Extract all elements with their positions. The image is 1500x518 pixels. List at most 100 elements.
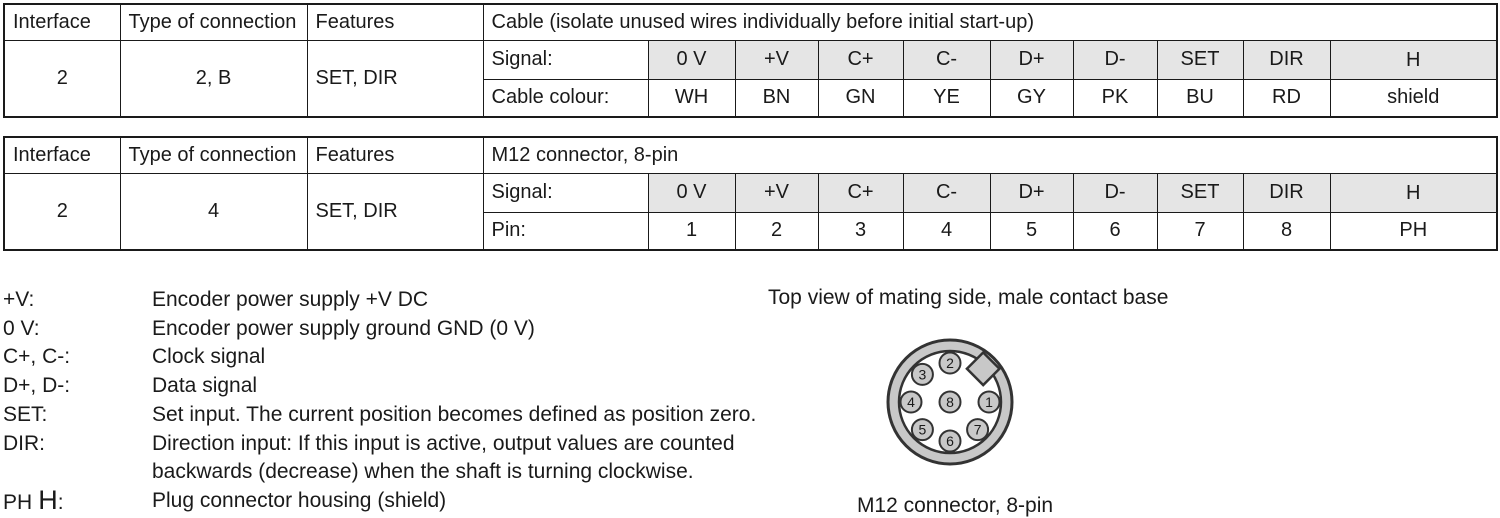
- signal-cell: C-: [902, 172, 991, 213]
- signal-cell: DIR: [1242, 172, 1331, 213]
- header-cable: Cable (isolate unused wires individually…: [482, 3, 1498, 41]
- pin-5: 5: [910, 418, 934, 442]
- pin-1-circle: [977, 390, 1001, 414]
- cell-type-of-connection: 2, B: [119, 39, 308, 118]
- pin-8: 8: [938, 390, 962, 414]
- cell-type-of-connection: 4: [119, 172, 308, 251]
- pin-6-number: 6: [946, 433, 954, 449]
- signal-row-label: Signal:: [482, 172, 649, 213]
- cell-interface: 2: [3, 39, 121, 118]
- cable-colour-cell-shield: shield: [1329, 78, 1498, 118]
- pin-cell: 5: [989, 211, 1074, 251]
- legend-definition: Encoder power supply ground GND (0 V): [152, 316, 535, 340]
- m12-connection-table: Interface Type of connection Features M1…: [3, 136, 1499, 251]
- pin-cell: 7: [1156, 211, 1244, 251]
- pin-1-number: 1: [985, 394, 993, 410]
- pin-5-number: 5: [919, 422, 927, 438]
- signal-cell-shield: H: [1329, 172, 1498, 213]
- header-m12: M12 connector, 8-pin: [482, 136, 1498, 174]
- signal-cell: D-: [1072, 39, 1158, 80]
- pin-2: 2: [938, 351, 962, 375]
- header-type-of-connection: Type of connection: [119, 136, 308, 174]
- cable-colour-cell: GY: [989, 78, 1074, 118]
- connector-keying-notch: [965, 350, 1002, 387]
- cable-colour-cell: PK: [1072, 78, 1158, 118]
- pin-cell-shield: PH: [1329, 211, 1498, 251]
- pin-7-number: 7: [974, 422, 982, 438]
- legend-term: D+, D-:: [3, 374, 71, 398]
- header-type-of-connection: Type of connection: [119, 3, 308, 41]
- header-interface: Interface: [3, 3, 121, 41]
- legend-definition: Encoder power supply +V DC: [152, 288, 429, 311]
- signal-cell: +V: [734, 39, 819, 80]
- pin-row-label: Pin:: [482, 211, 649, 251]
- pin-cell: 1: [647, 211, 736, 251]
- header-features: Features: [306, 136, 484, 174]
- signal-cell: D+: [989, 172, 1074, 213]
- signal-cell: +V: [734, 172, 819, 213]
- pin-6: 6: [938, 429, 962, 453]
- legend-term: 0 V:: [3, 316, 40, 340]
- signal-cell: SET: [1156, 172, 1244, 213]
- legend-definition: Plug connector housing (shield): [152, 488, 447, 512]
- pin-cell: 6: [1072, 211, 1158, 251]
- header-interface: Interface: [3, 136, 121, 174]
- pin-2-circle: [938, 351, 962, 375]
- signal-cell: D-: [1072, 172, 1158, 213]
- signal-cell: 0 V: [647, 172, 736, 213]
- signal-legend: +V: Encoder power supply +V DC 0 V: Enco…: [3, 286, 812, 518]
- legend-term-ph-suffix: :: [57, 490, 64, 514]
- cell-features: SET, DIR: [306, 39, 484, 118]
- signal-cell: C-: [902, 39, 991, 80]
- legend-term: +V:: [3, 288, 35, 311]
- cable-colour-cell: GN: [817, 78, 904, 118]
- m12-connector-diagram: 1 2 3 4 5 6 7 8: [886, 338, 1014, 466]
- signal-cell: D+: [989, 39, 1074, 80]
- pin-6-circle: [938, 429, 962, 453]
- cell-interface: 2: [3, 172, 121, 251]
- connector-figure-caption: M12 connector, 8-pin: [856, 494, 1054, 517]
- signal-cell: SET: [1156, 39, 1244, 80]
- legend-term-ph-prefix: PH: [3, 490, 33, 514]
- pin-8-number: 8: [946, 394, 954, 410]
- cable-colour-cell: BU: [1156, 78, 1244, 118]
- pin-4-number: 4: [907, 394, 915, 410]
- cable-colour-cell: YE: [902, 78, 991, 118]
- legend-term: DIR:: [3, 431, 45, 455]
- pin-3-circle: [910, 362, 934, 386]
- cable-colour-cell: RD: [1242, 78, 1331, 118]
- pin-7: 7: [966, 418, 990, 442]
- pin-2-number: 2: [946, 355, 954, 371]
- pin-3: 3: [910, 362, 934, 386]
- pin-cell: 8: [1242, 211, 1331, 251]
- pin-4-circle: [899, 390, 923, 414]
- pin-8-circle: [938, 390, 962, 414]
- cable-colour-row-label: Cable colour:: [482, 78, 649, 118]
- signal-row-label: Signal:: [482, 39, 649, 80]
- signal-cell: C+: [817, 172, 904, 213]
- cable-colour-cell: WH: [647, 78, 736, 118]
- legend-definition: Data signal: [152, 374, 258, 398]
- signal-cell: 0 V: [647, 39, 736, 80]
- signal-cell: DIR: [1242, 39, 1331, 80]
- pin-3-number: 3: [919, 366, 927, 382]
- shield-symbol: H: [38, 484, 58, 515]
- pin-cell: 3: [817, 211, 904, 251]
- legend-definition: Set input. The current position becomes …: [152, 402, 757, 426]
- legend-definition: Direction input: If this input is active…: [152, 431, 735, 484]
- header-features: Features: [306, 3, 484, 41]
- pin-cell: 2: [734, 211, 819, 251]
- signal-cell: C+: [817, 39, 904, 80]
- pin-5-circle: [910, 418, 934, 442]
- cell-features: SET, DIR: [306, 172, 484, 251]
- pin-4: 4: [899, 390, 923, 414]
- signal-cell-shield: H: [1329, 39, 1498, 80]
- legend-term: SET:: [3, 402, 48, 426]
- pin-1: 1: [977, 390, 1001, 414]
- pin-7-circle: [966, 418, 990, 442]
- legend-definition: Clock signal: [152, 345, 266, 369]
- cable-connection-table: Interface Type of connection Features Ca…: [3, 3, 1498, 118]
- connector-figure-title: Top view of mating side, male contact ba…: [768, 286, 1169, 309]
- legend-term: C+, C-:: [3, 345, 71, 369]
